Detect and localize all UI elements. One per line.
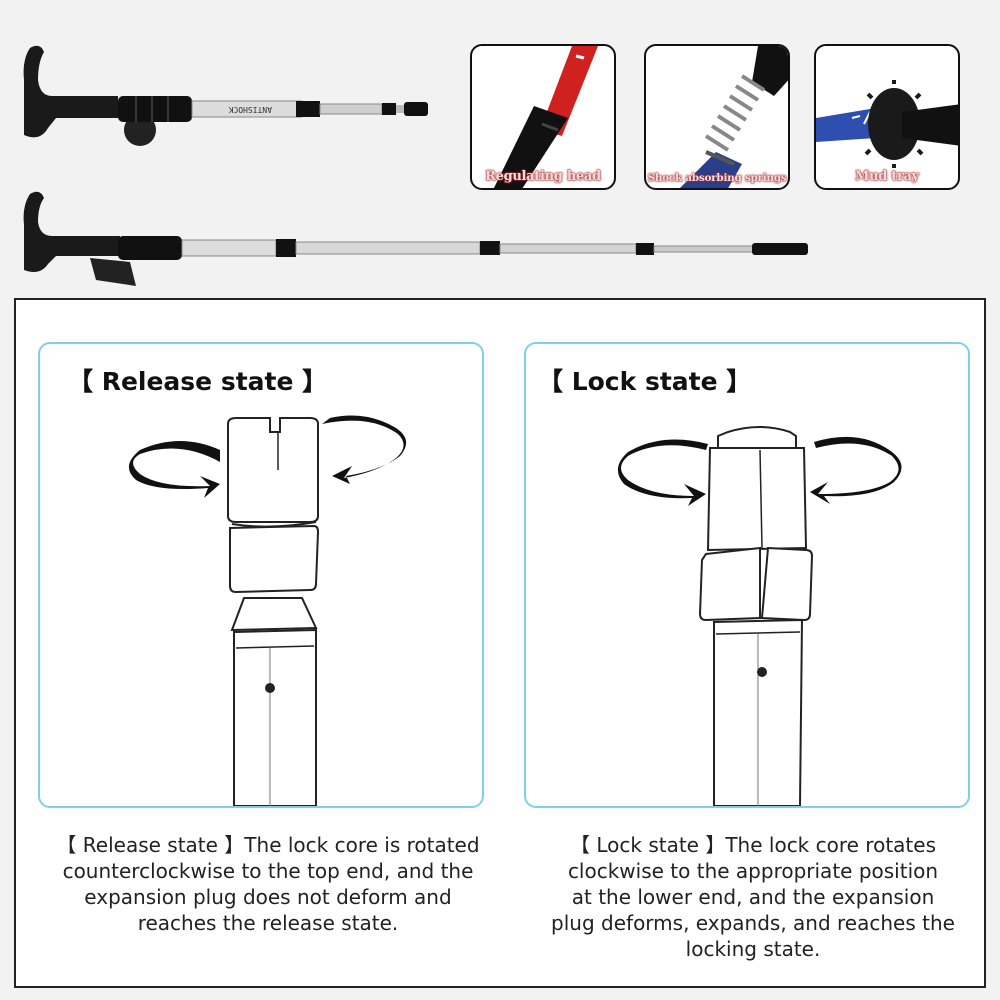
lock-desc-line: clockwise to the appropriate position	[567, 859, 939, 883]
lock-state-drawing	[617, 426, 902, 806]
regulating-head-detail-icon	[493, 46, 598, 188]
release-desc-line: reaches the release state.	[137, 911, 399, 935]
thumbnail-shock-springs: Shock absorbing springs	[644, 44, 790, 190]
release-state-title: 【 Release state 】	[68, 367, 328, 396]
shock-spring-detail-icon	[680, 46, 788, 188]
thumbnail-regulating-head: Regulating head	[470, 44, 616, 190]
thumbnail-label: Regulating head	[485, 169, 601, 184]
release-desc-line: 【 Release state 】The lock core is rotate…	[56, 833, 480, 857]
release-desc-line: expansion plug does not deform and	[84, 885, 452, 909]
lock-desc-line: locking state.	[685, 937, 821, 961]
lock-state-description: 【 Lock state 】The lock core rotates cloc…	[520, 832, 986, 962]
release-state-description: 【 Release state 】The lock core is rotate…	[30, 832, 506, 936]
thumbnail-label: Mud tray	[855, 169, 919, 184]
lock-desc-line: at the lower end, and the expansion	[571, 885, 935, 909]
thumbnail-label: Shock absorbing springs	[647, 172, 787, 184]
pole-brand-text: ANTISHOCK	[228, 105, 272, 114]
lock-desc-line: 【 Lock state 】The lock core rotates	[570, 833, 936, 857]
release-state-drawing	[128, 415, 407, 806]
lock-desc-line: plug deforms, expands, and reaches the	[551, 911, 955, 935]
mud-tray-detail-icon	[816, 80, 958, 168]
thumbnail-mud-tray: Mud tray	[814, 44, 960, 190]
trekking-pole-illustrations: ANTISHOCK	[23, 45, 808, 286]
lock-state-title: 【 Lock state 】	[538, 367, 752, 396]
release-desc-line: counterclockwise to the top end, and the	[62, 859, 474, 883]
extended-pole-image	[23, 191, 808, 286]
collapsed-pole-image: ANTISHOCK	[23, 45, 428, 146]
